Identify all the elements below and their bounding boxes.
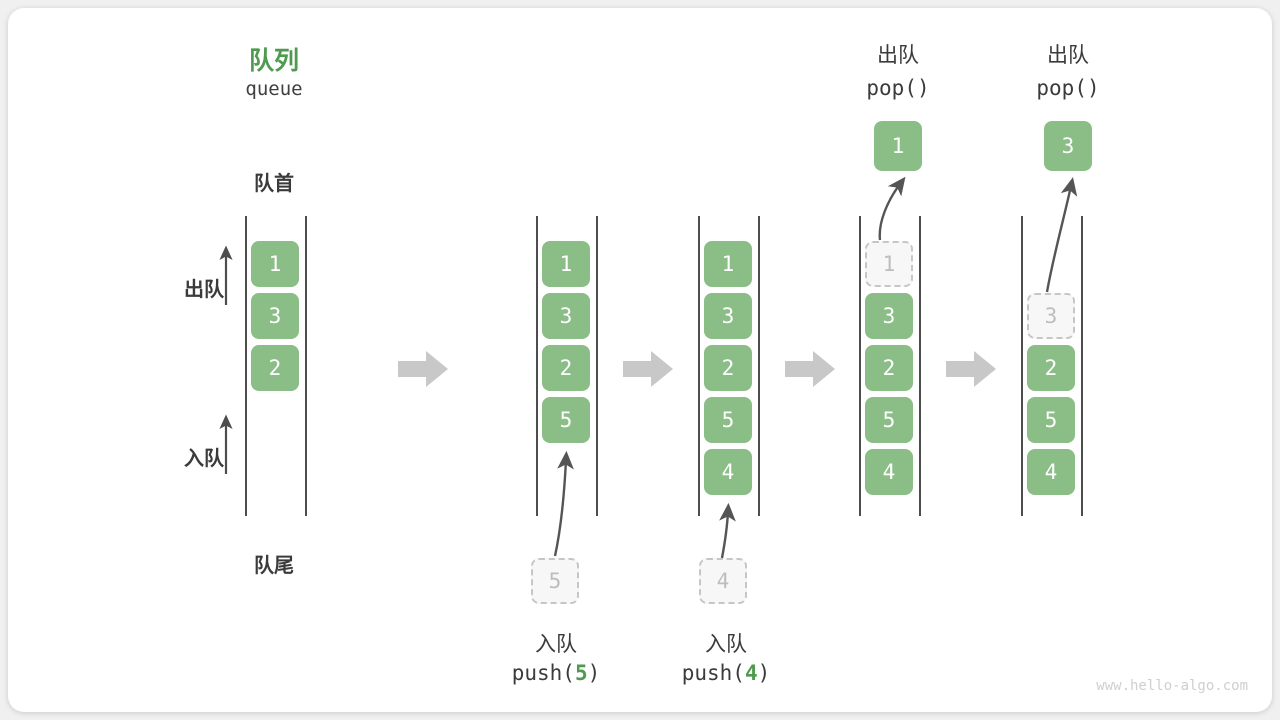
enqueue-direction-arrow-icon	[213, 414, 239, 476]
diagram-title-cn: 队列	[248, 47, 299, 75]
push-arrow-icon	[528, 438, 598, 563]
queue-rail-left	[1021, 216, 1023, 516]
step-4-header-code: pop()	[866, 76, 930, 100]
step-2-caption-code: push(5)	[486, 661, 626, 685]
queue-rail-right	[919, 216, 921, 516]
step-3-caption-code: push(4)	[656, 661, 796, 685]
queue-cell-ghost: 3	[1027, 293, 1075, 339]
pop-arrow-icon	[860, 166, 930, 246]
caption-code-num: 4	[744, 661, 758, 685]
queue-cell: 1	[704, 241, 752, 287]
watermark: www.hello-algo.com	[1096, 678, 1248, 694]
queue-cell: 2	[251, 345, 299, 391]
queue-cell: 5	[542, 397, 590, 443]
queue-cell: 3	[251, 293, 299, 339]
dequeue-direction-arrow-icon	[213, 245, 239, 307]
queue-cell: 2	[542, 345, 590, 391]
flow-arrow-1-icon	[396, 348, 450, 390]
queue-cell: 2	[865, 345, 913, 391]
popped-cell: 3	[1044, 121, 1092, 171]
caption-code-num: 5	[574, 661, 588, 685]
flow-arrow-4-icon	[944, 348, 998, 390]
queue-rail-right	[596, 216, 598, 516]
caption-code-post: )	[757, 661, 771, 685]
enqueue-label: 入队	[184, 448, 224, 470]
queue-head-label: 队首	[254, 173, 294, 195]
queue-rail-left	[698, 216, 700, 516]
queue-cell: 1	[251, 241, 299, 287]
queue-cell: 3	[865, 293, 913, 339]
queue-rail-right	[1081, 216, 1083, 516]
queue-cell: 5	[865, 397, 913, 443]
incoming-ghost-cell: 4	[699, 558, 747, 604]
flow-arrow-3-icon	[783, 348, 837, 390]
queue-rail-left	[536, 216, 538, 516]
queue-cell: 2	[1027, 345, 1075, 391]
queue-cell: 5	[1027, 397, 1075, 443]
queue-rail-left	[859, 216, 861, 516]
pop-arrow-icon	[1023, 166, 1103, 298]
queue-rail-right	[305, 216, 307, 516]
push-arrow-icon	[696, 490, 758, 564]
dequeue-label: 出队	[184, 279, 224, 301]
flow-arrow-2-icon	[621, 348, 675, 390]
queue-rail-right	[758, 216, 760, 516]
queue-cell: 2	[704, 345, 752, 391]
queue-cell: 1	[542, 241, 590, 287]
step-3-caption-cn: 入队	[705, 633, 747, 656]
queue-rail-left	[245, 216, 247, 516]
queue-cell: 5	[704, 397, 752, 443]
incoming-ghost-cell: 5	[531, 558, 579, 604]
caption-code-pre: push(	[681, 661, 745, 685]
queue-cell: 3	[542, 293, 590, 339]
queue-cell: 3	[704, 293, 752, 339]
step-5-header-code: pop()	[1036, 76, 1100, 100]
queue-cell-ghost: 1	[865, 241, 913, 287]
caption-code-post: )	[587, 661, 601, 685]
queue-cell: 4	[1027, 449, 1075, 495]
step-4-header-cn: 出队	[877, 44, 919, 67]
queue-tail-label: 队尾	[254, 555, 294, 577]
queue-cell: 4	[865, 449, 913, 495]
step-2-caption-cn: 入队	[535, 633, 577, 656]
popped-cell: 1	[874, 121, 922, 171]
caption-code-pre: push(	[511, 661, 575, 685]
queue-cell: 4	[704, 449, 752, 495]
diagram-title-en: queue	[245, 78, 303, 100]
diagram-card: 队列 queue 队首 队尾 出队 入队	[8, 8, 1272, 712]
step-5-header-cn: 出队	[1047, 44, 1089, 67]
